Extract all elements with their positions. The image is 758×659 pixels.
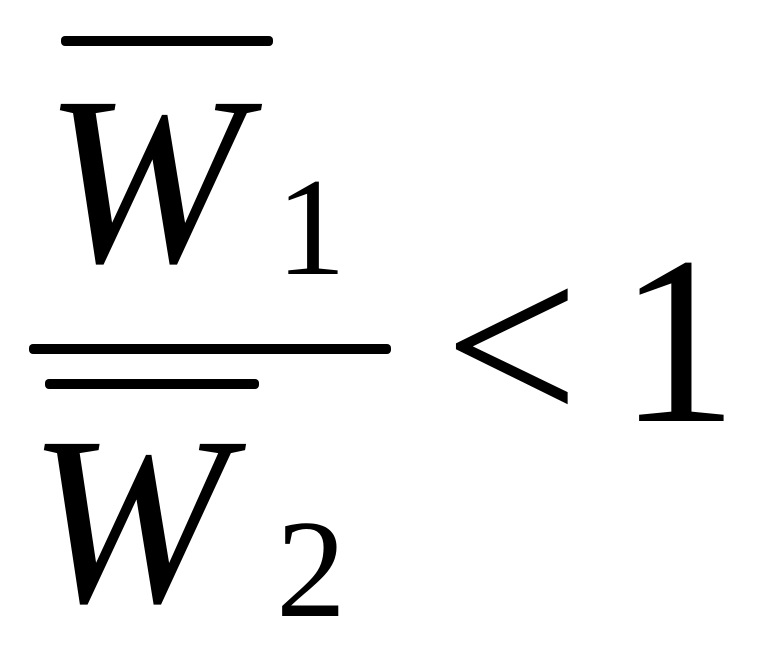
numerator-subscript: 1 xyxy=(276,150,346,305)
denominator-overline xyxy=(45,379,259,389)
less-than-symbol: < xyxy=(444,212,580,478)
denominator-variable: W xyxy=(28,387,228,653)
numerator-variable: W xyxy=(44,47,244,313)
denominator-subscript: 2 xyxy=(276,492,346,647)
numerator-overline xyxy=(61,36,273,46)
fraction-bar xyxy=(29,344,391,354)
right-hand-side-value: 1 xyxy=(618,207,738,473)
